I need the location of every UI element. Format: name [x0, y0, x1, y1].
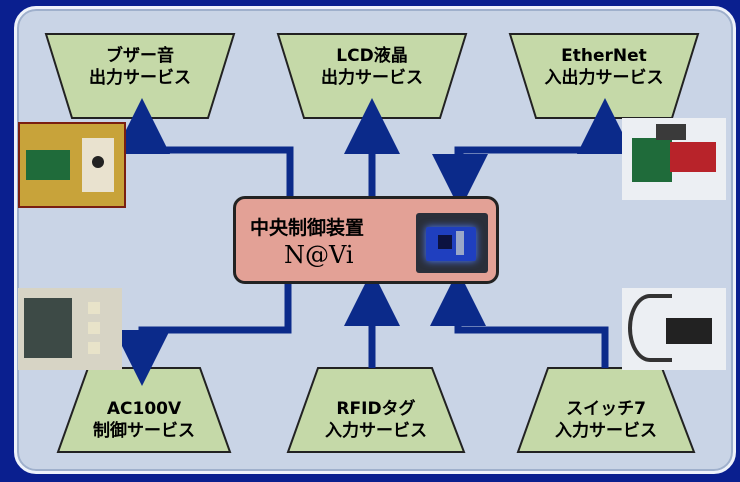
buzzer-service-label: ブザー音 出力サービス	[70, 45, 210, 89]
ethernet-module-photo	[622, 118, 726, 200]
buzzer-service-line2: 出力サービス	[89, 68, 191, 88]
lcd-service-line2: 出力サービス	[321, 68, 423, 88]
central-controller-box: 中央制御装置 N@Vi	[233, 196, 499, 284]
arrow-to-ac100v	[114, 284, 292, 386]
buzzer-service-shape	[44, 33, 236, 119]
central-controller-name: N@Vi	[284, 241, 354, 269]
rfid-service-shape	[286, 367, 466, 453]
buzzer-module-photo	[18, 122, 126, 208]
arrow-ethernet-to	[432, 146, 605, 210]
ethernet-service-line1: EtherNet	[561, 46, 647, 66]
ac100v-service-line1: AC100V	[106, 399, 182, 419]
arrow-from-switch	[430, 270, 609, 368]
ethernet-service-line2: 入出力サービス	[544, 68, 664, 88]
lcd-service-shape	[276, 33, 468, 119]
ac100v-switch-panel-photo	[18, 288, 122, 370]
rfid-service-line2: 入力サービス	[325, 421, 427, 441]
arrow-to-buzzer	[114, 98, 294, 196]
circuit-board-photo	[416, 213, 488, 273]
central-controller-title: 中央制御装置	[250, 217, 365, 239]
ac100v-service-label: AC100V 制御サービス	[74, 398, 214, 442]
rfid-service-label: RFIDタグ 入力サービス	[306, 398, 446, 442]
lcd-service-line1: LCD液晶	[336, 46, 408, 66]
arrow-ethernet-from	[454, 98, 633, 196]
buzzer-service-line1: ブザー音	[106, 46, 174, 66]
rfid-service-line1: RFIDタグ	[336, 399, 416, 419]
lcd-service-label: LCD液晶 出力サービス	[302, 45, 442, 89]
switch-service-line1: スイッチ7	[566, 399, 646, 419]
ethernet-service-label: EtherNet 入出力サービス	[524, 45, 684, 89]
switch-device-photo	[622, 288, 726, 370]
switch-service-line2: 入力サービス	[555, 421, 657, 441]
switch-service-label: スイッチ7 入力サービス	[536, 398, 676, 442]
ac100v-service-line2: 制御サービス	[93, 421, 195, 441]
